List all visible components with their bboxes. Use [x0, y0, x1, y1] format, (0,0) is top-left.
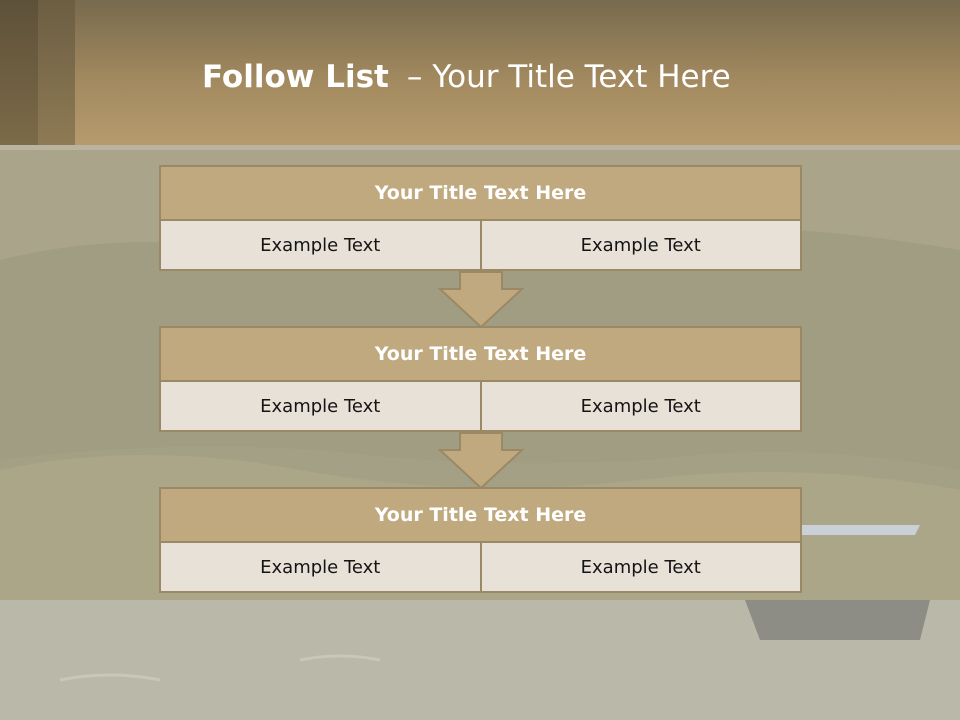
header-accent-bar — [0, 0, 38, 145]
block-cell: Example Text — [481, 382, 802, 432]
block-row: Example Text Example Text — [159, 543, 802, 593]
block-title: Your Title Text Here — [159, 326, 802, 382]
slide-title-bold: Follow List — [202, 59, 389, 95]
block-row: Example Text Example Text — [159, 382, 802, 432]
list-block: Your Title Text Here Example Text Exampl… — [159, 165, 802, 271]
down-arrow-icon — [438, 271, 524, 329]
block-cell: Example Text — [159, 382, 482, 432]
block-cell: Example Text — [159, 543, 482, 593]
header-accent-bar — [38, 0, 75, 145]
block-title: Your Title Text Here — [159, 165, 802, 221]
block-row: Example Text Example Text — [159, 221, 802, 271]
slide-title-dash: – — [406, 59, 423, 95]
list-block: Your Title Text Here Example Text Exampl… — [159, 326, 802, 432]
block-cell: Example Text — [481, 543, 802, 593]
down-arrow-icon — [438, 432, 524, 490]
slide-title-rest: Your Title Text Here — [432, 59, 731, 95]
block-cell: Example Text — [481, 221, 802, 271]
block-title: Your Title Text Here — [159, 487, 802, 543]
slide-header: Follow List–Your Title Text Here — [0, 0, 960, 145]
list-block: Your Title Text Here Example Text Exampl… — [159, 487, 802, 593]
block-cell: Example Text — [159, 221, 482, 271]
slide-title: Follow List–Your Title Text Here — [202, 55, 731, 99]
